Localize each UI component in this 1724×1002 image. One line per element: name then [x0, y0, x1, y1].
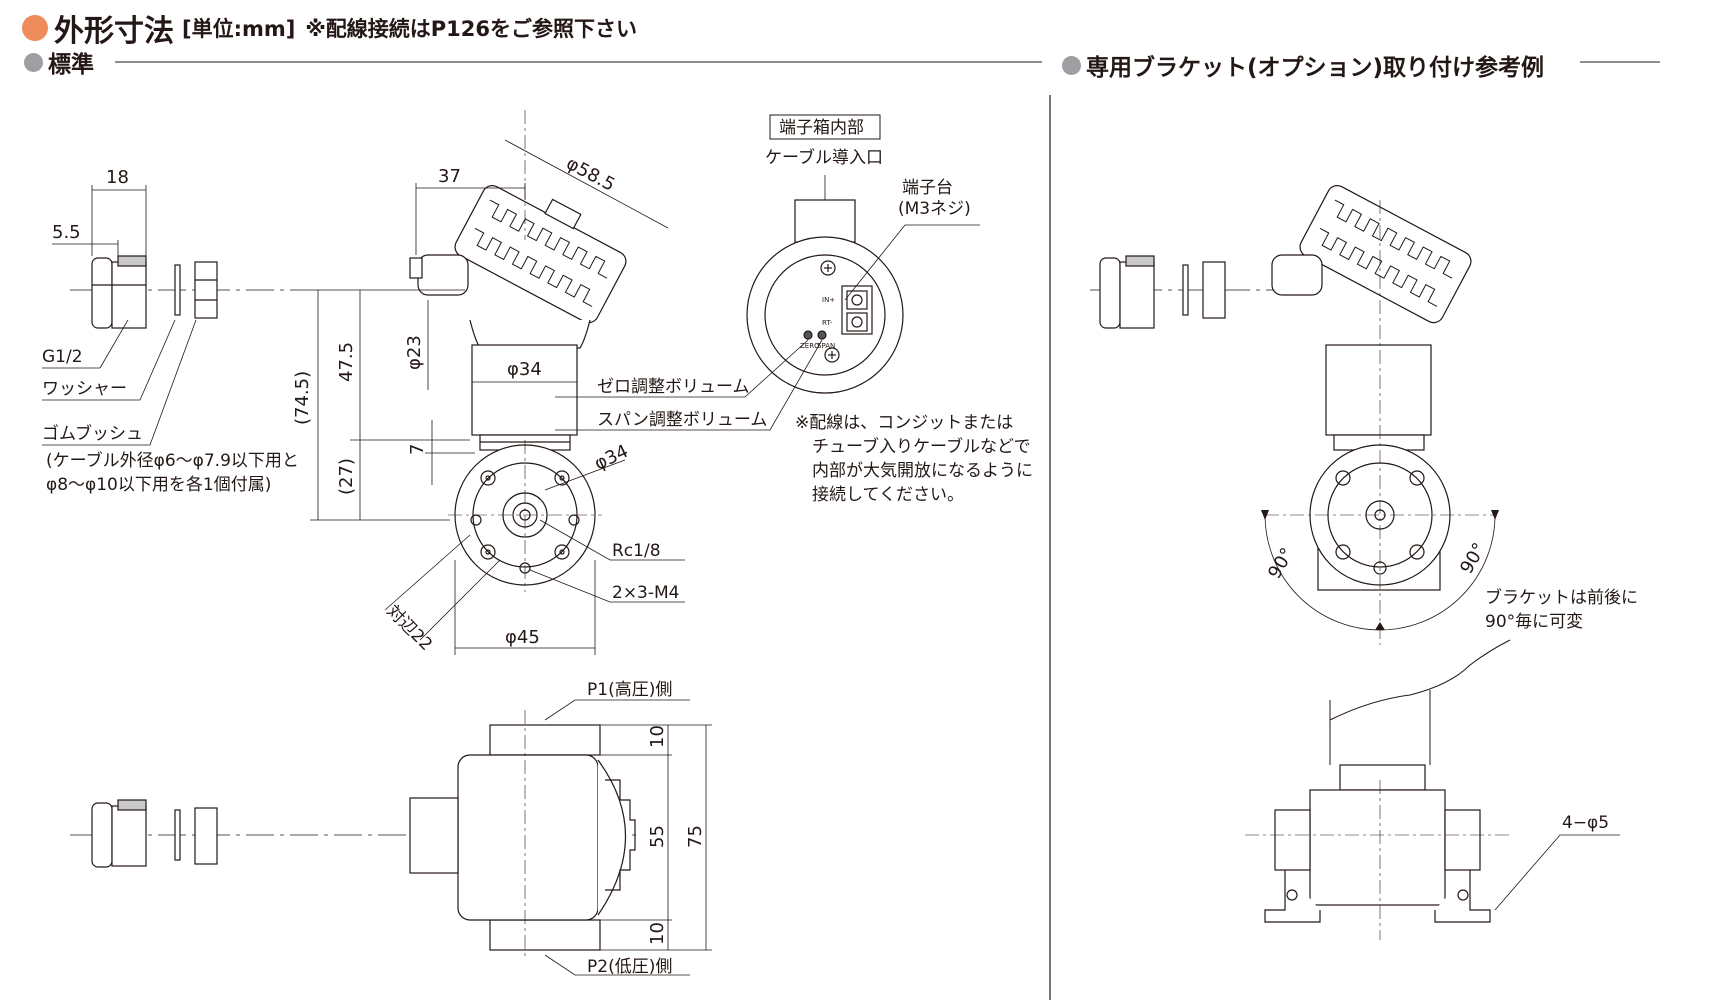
bracket-bottom-view [1245, 639, 1620, 940]
section-bracket-title: 専用ブラケット(オプション)取り付け参考例 [1086, 55, 1545, 81]
wiring-note-3: 内部が大気開放になるように [812, 461, 1033, 481]
dim-37 [415, 183, 526, 255]
wiring-note-1: ※配線は、コンジットまたは [795, 413, 1013, 433]
terminal-block-screw-label: (M3ネジ) [898, 199, 971, 219]
angle-right-label: 90° [1456, 539, 1490, 577]
fittings-top [70, 255, 310, 329]
label-bush-note1: (ケーブル外径φ6〜φ7.9以下用と [46, 450, 299, 471]
dim-55-label: 55 [647, 825, 668, 848]
section-standard-title: 標準 [48, 52, 94, 78]
page-title: 外形寸法 [54, 14, 174, 49]
dim-45-label: φ45 [505, 627, 540, 648]
page-header: 外形寸法 [単位:mm] ※配線接続はP126をご参照下さい [22, 6, 637, 50]
label-p1: P1(高圧)側 [587, 680, 672, 700]
label-rc18: Rc1/8 [612, 541, 661, 561]
label-g12: G1/2 [42, 347, 83, 367]
dim-45 [454, 560, 596, 655]
dim-75-label: 75 [685, 825, 706, 848]
rt-minus-label: RT- [822, 319, 833, 327]
bottom-body [409, 710, 636, 960]
angle-left-label: 90° [1264, 544, 1298, 582]
transmitter-face [448, 440, 602, 592]
dim-7-label: 7 [407, 444, 428, 455]
label-hole: 4−φ5 [1562, 813, 1609, 833]
zero-adjust-label: ゼロ調整ボリューム [597, 377, 750, 397]
dim-18-label: 18 [106, 167, 129, 188]
section-bracket: 専用ブラケット(オプション)取り付け参考例 [1062, 48, 1544, 82]
span-adjust-label: スパン調整ボリューム [597, 410, 767, 430]
dim-34b-label: φ34 [591, 441, 631, 475]
dim-34a-label: φ34 [507, 359, 542, 380]
dim-58-5-line [504, 139, 669, 229]
title-bullet-icon [22, 15, 48, 41]
transmitter-head [409, 185, 627, 451]
span-small-label: SPAN [817, 342, 835, 350]
label-bush-note2: φ8〜φ10以下用を各1個付属) [46, 475, 271, 495]
dim-58-5-label: φ58.5 [563, 153, 619, 196]
dim-74-5-label: (74.5) [292, 371, 313, 425]
bottom-fittings [70, 799, 640, 868]
dim-47-5-label: 47.5 [336, 342, 357, 382]
bracket-transmitter [1261, 185, 1499, 645]
dim-10b-label: 10 [647, 922, 668, 945]
terminal-block-label: 端子台 [902, 178, 953, 198]
dim-37-label: 37 [438, 166, 461, 187]
label-taihen: 対辺22 [382, 601, 435, 654]
bracket-fittings [1090, 255, 1280, 329]
dim-27-label: (27) [336, 458, 357, 495]
dim-5-5 [52, 240, 119, 256]
label-m4: 2×3-M4 [612, 583, 680, 603]
wiring-note-4: 接続してください。 [812, 485, 964, 505]
label-bush: ゴムブッシュ [42, 423, 143, 444]
section-bullet-icon [1062, 55, 1081, 75]
dim-18 [91, 185, 147, 256]
wiring-note-2: チューブ入りケーブルなどで [812, 436, 1031, 457]
bracket-note-2: 90°毎に可変 [1485, 612, 1583, 632]
label-p2: P2(低圧)側 [587, 957, 672, 977]
wiring-note: ※配線接続はP126をご参照下さい [305, 17, 638, 41]
section-bullet-icon [24, 52, 43, 72]
in-plus-label: IN+ [822, 296, 835, 304]
bracket-note-1: ブラケットは前後に [1485, 587, 1638, 608]
dim-10a-label: 10 [647, 725, 668, 748]
terminal-box [555, 114, 980, 431]
section-standard: 標準 [24, 45, 94, 79]
dims-vertical [310, 289, 475, 521]
dim-5-5-label: 5.5 [52, 222, 81, 243]
terminal-box-title: 端子箱内部 [779, 118, 864, 138]
zero-small-label: ZERO [800, 342, 820, 350]
dims-bottom [600, 724, 712, 951]
unit-label: [単位:mm] [182, 17, 296, 41]
dim-23-label: φ23 [404, 335, 425, 370]
cable-inlet-label: ケーブル導入口 [765, 147, 883, 168]
label-washer: ワッシャー [42, 379, 127, 399]
